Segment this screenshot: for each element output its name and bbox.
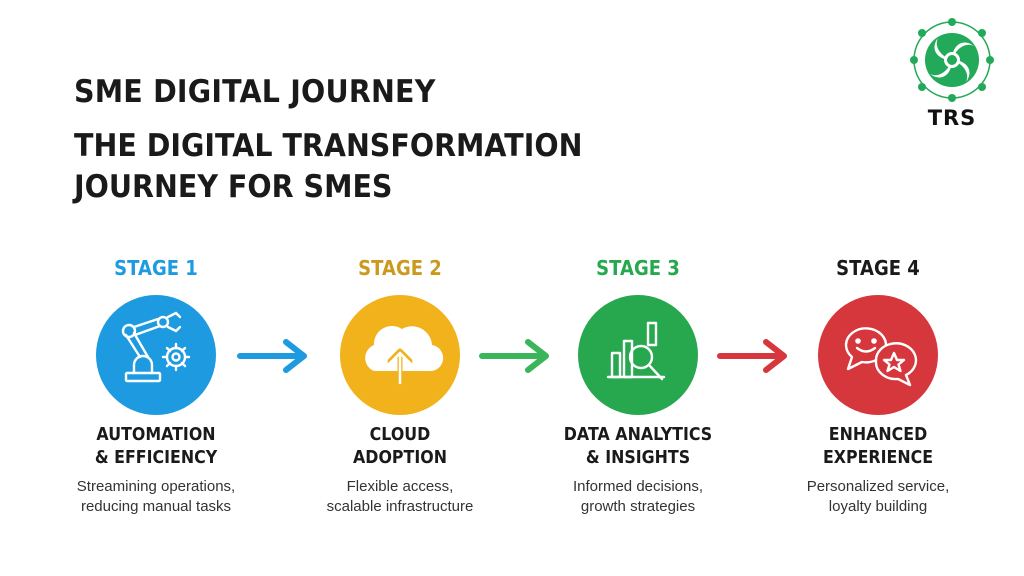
stage-4-desc-line-2: loyalty building <box>828 498 928 515</box>
stage-2-circle <box>340 295 460 415</box>
subtitle-line-1: THE DIGITAL TRANSFORMATION <box>74 128 583 164</box>
green-swirl-network-logo-icon <box>910 18 994 102</box>
stage-3-name-line-2: & INSIGHTS <box>585 447 691 468</box>
stage-3-label: STAGE 3 <box>596 256 680 280</box>
trs-logo: TRS <box>900 16 1004 130</box>
stage-4: STAGE 4 ENHANCED EXPERIENCE Personalized… <box>778 0 978 576</box>
stage-4-name: ENHANCED EXPERIENCE <box>790 423 966 469</box>
subtitle-line-2: JOURNEY FOR SMES <box>74 169 393 205</box>
stage-2-name: CLOUD ADOPTION <box>312 423 488 469</box>
stage-3-name-line-1: DATA ANALYTICS <box>563 424 713 445</box>
stage-1-label: STAGE 1 <box>114 256 198 280</box>
stage-1-name-line-2: & EFFICIENCY <box>94 447 218 468</box>
stage-1-desc-line-2: reducing manual tasks <box>80 498 232 515</box>
chat-bubbles-smile-star-icon <box>844 327 918 387</box>
stage-2-description: Flexible access, scalable infrastructure <box>300 477 500 517</box>
arrow-right-icon <box>717 339 787 373</box>
robotic-arm-gear-icon <box>121 311 191 383</box>
arrow-right-icon <box>237 339 307 373</box>
stage-3-desc-line-1: Informed decisions, <box>572 478 704 495</box>
stage-2-name-line-1: CLOUD <box>369 424 431 445</box>
stage-2-label: STAGE 2 <box>358 256 442 280</box>
stage-4-desc-line-1: Personalized service, <box>806 478 950 495</box>
arrow-right-icon <box>479 339 549 373</box>
stage-1-name-line-1: AUTOMATION <box>96 424 216 445</box>
stage-3-name: DATA ANALYTICS & INSIGHTS <box>550 423 726 469</box>
stage-4-name-line-1: ENHANCED <box>828 424 928 445</box>
stage-4-description: Personalized service, loyalty building <box>778 477 978 517</box>
stage-2-desc-line-1: Flexible access, <box>346 478 454 495</box>
stage-2-name-line-2: ADOPTION <box>353 447 447 468</box>
stage-2-desc-line-2: scalable infrastructure <box>326 498 474 515</box>
page-title: SME DIGITAL JOURNEY <box>74 74 436 110</box>
stage-4-label: STAGE 4 <box>836 256 920 280</box>
stage-4-circle <box>818 295 938 415</box>
stage-1-name: AUTOMATION & EFFICIENCY <box>68 423 244 469</box>
stage-4-name-line-2: EXPERIENCE <box>822 447 934 468</box>
stage-2: STAGE 2 CLOUD ADOPTION Flexible access, … <box>300 0 500 576</box>
stage-1-circle <box>96 295 216 415</box>
stage-1-desc-line-1: Streamining operations, <box>76 478 236 495</box>
logo-text: TRS <box>927 106 977 130</box>
bar-chart-magnifier-icon <box>606 321 666 381</box>
stage-3-desc-line-2: growth strategies <box>580 498 696 515</box>
stage-3: STAGE 3 DATA ANALYTICS & INSIGHTS Inform… <box>538 0 738 576</box>
stage-1-description: Streamining operations, reducing manual … <box>56 477 256 517</box>
stage-3-description: Informed decisions, growth strategies <box>538 477 738 517</box>
page-subtitle: THE DIGITAL TRANSFORMATION JOURNEY FOR S… <box>74 126 582 208</box>
stage-1: STAGE 1 AUTOMATION & EFFICIENCY Streamin… <box>56 0 256 576</box>
stage-3-circle <box>578 295 698 415</box>
cloud-upload-icon <box>365 325 444 385</box>
